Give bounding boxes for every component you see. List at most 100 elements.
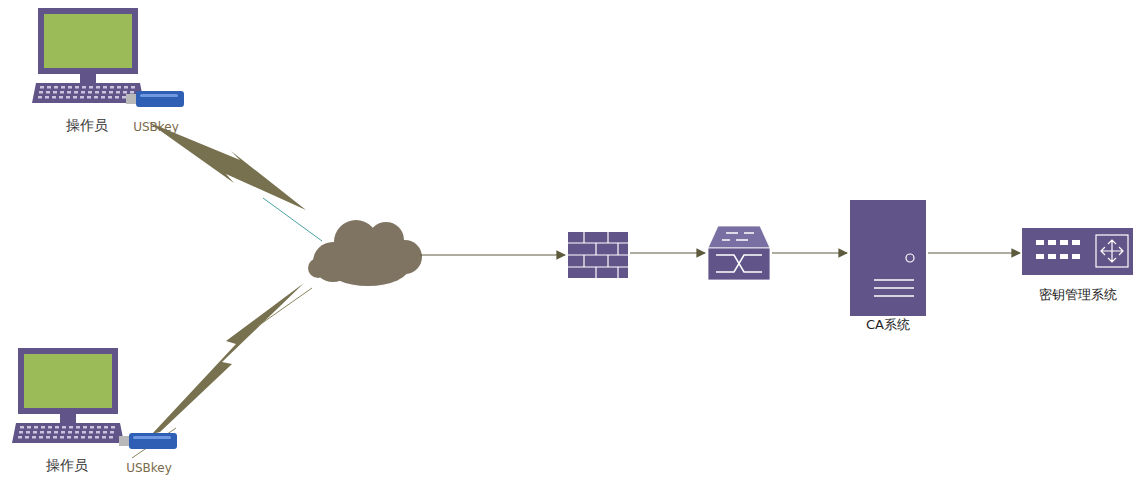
kms-port [1072, 254, 1080, 259]
wireless-bolt [152, 283, 304, 434]
keyboard-key [40, 86, 44, 89]
keyboard-key [90, 426, 94, 429]
keyboard-key [81, 436, 85, 439]
network-link [420, 254, 565, 255]
brick-line [617, 243, 618, 255]
keyboard-key [47, 86, 51, 89]
keyboard-key [45, 96, 49, 99]
brick-line [595, 243, 596, 255]
keyboard-key [104, 426, 108, 429]
keyboard-key [110, 86, 114, 89]
keyboard-key [81, 91, 85, 94]
keyboard-key [102, 436, 106, 439]
switch-arrow [716, 255, 762, 272]
pc-node: 操作员 [28, 5, 146, 141]
keyboard-key [69, 426, 73, 429]
server-led [906, 254, 914, 262]
keyboard-key [96, 431, 100, 434]
keyboard-key [60, 91, 64, 94]
kms-port [1072, 240, 1080, 245]
server-node: CA系统 [848, 198, 928, 338]
keyboard-icon [12, 423, 124, 443]
keyboard-key [131, 86, 135, 89]
monitor-screen [24, 354, 112, 408]
kms-arrows [1101, 240, 1123, 262]
keyboard-key [82, 86, 86, 89]
kms-module [1096, 235, 1128, 267]
keyboard-key [54, 86, 58, 89]
keyboard-key [83, 426, 87, 429]
keyboard-key [46, 436, 50, 439]
wireless-bolt [148, 122, 306, 210]
kms-port [1036, 240, 1044, 245]
server-icon [850, 200, 926, 316]
keyboard-key [25, 436, 29, 439]
keyboard-key [54, 431, 58, 434]
keyboard-key [62, 426, 66, 429]
keyboard-key [27, 426, 31, 429]
usb-body [129, 433, 177, 449]
node-label: 操作员 [8, 455, 126, 475]
keyboard-key [34, 426, 38, 429]
keyboard-key [88, 91, 92, 94]
keyboard-key [122, 96, 126, 99]
switch-arrow [722, 233, 754, 240]
keyboard-key [117, 86, 121, 89]
keyboard-key [53, 91, 57, 94]
kms-port [1048, 240, 1056, 245]
node-label: 密钥管理系统 [1020, 285, 1135, 305]
brick-line [583, 255, 584, 267]
keyboard-key [109, 91, 113, 94]
monitor-frame [18, 348, 118, 414]
connector-arrow [928, 252, 1020, 253]
cloud-part [308, 258, 328, 278]
keyboard-key [124, 86, 128, 89]
keyboard-keys [38, 86, 135, 99]
usb-body [136, 91, 184, 107]
keyboard-key [89, 86, 93, 89]
keyboard-key [101, 96, 105, 99]
server-slot [874, 287, 914, 289]
keyboard-key [39, 436, 43, 439]
keyboard-key [40, 431, 44, 434]
server-slot [874, 279, 914, 281]
keyboard-key [89, 431, 93, 434]
keyboard-key [41, 426, 45, 429]
keyboard-key [53, 436, 57, 439]
firewall-bricks [568, 232, 628, 278]
kms-port [1060, 240, 1068, 245]
usb-node: USBkey [117, 430, 181, 478]
wireless-line [263, 198, 322, 241]
keyboard-key [18, 436, 22, 439]
brick-line [583, 232, 584, 243]
brick-line [568, 266, 628, 267]
keyboard-key [94, 96, 98, 99]
node-label: USBkey [117, 458, 181, 478]
keyboard-key [20, 426, 24, 429]
switch-arrows [716, 233, 762, 272]
keyboard-key [33, 431, 37, 434]
keyboard-key [46, 91, 50, 94]
keyboard-key [47, 431, 51, 434]
keyboard-key [108, 96, 112, 99]
brick-line [568, 242, 628, 243]
keyboard-key [130, 91, 134, 94]
keyboard-keys [18, 426, 115, 439]
keyboard-key [87, 96, 91, 99]
wireless-line [258, 288, 312, 326]
kms-port [1060, 254, 1068, 259]
keyboard-key [74, 91, 78, 94]
switch-icon [708, 248, 770, 280]
keyboard-key [110, 431, 114, 434]
keyboard-key [74, 436, 78, 439]
keyboard-key [75, 86, 79, 89]
keyboard-key [67, 436, 71, 439]
brick-line [607, 232, 608, 243]
monitor-stand [80, 74, 96, 83]
keyboard-key [76, 426, 80, 429]
keyboard-icon [32, 83, 144, 103]
keyboard-key [67, 91, 71, 94]
keyboard-key [68, 86, 72, 89]
kms-port [1036, 254, 1044, 259]
